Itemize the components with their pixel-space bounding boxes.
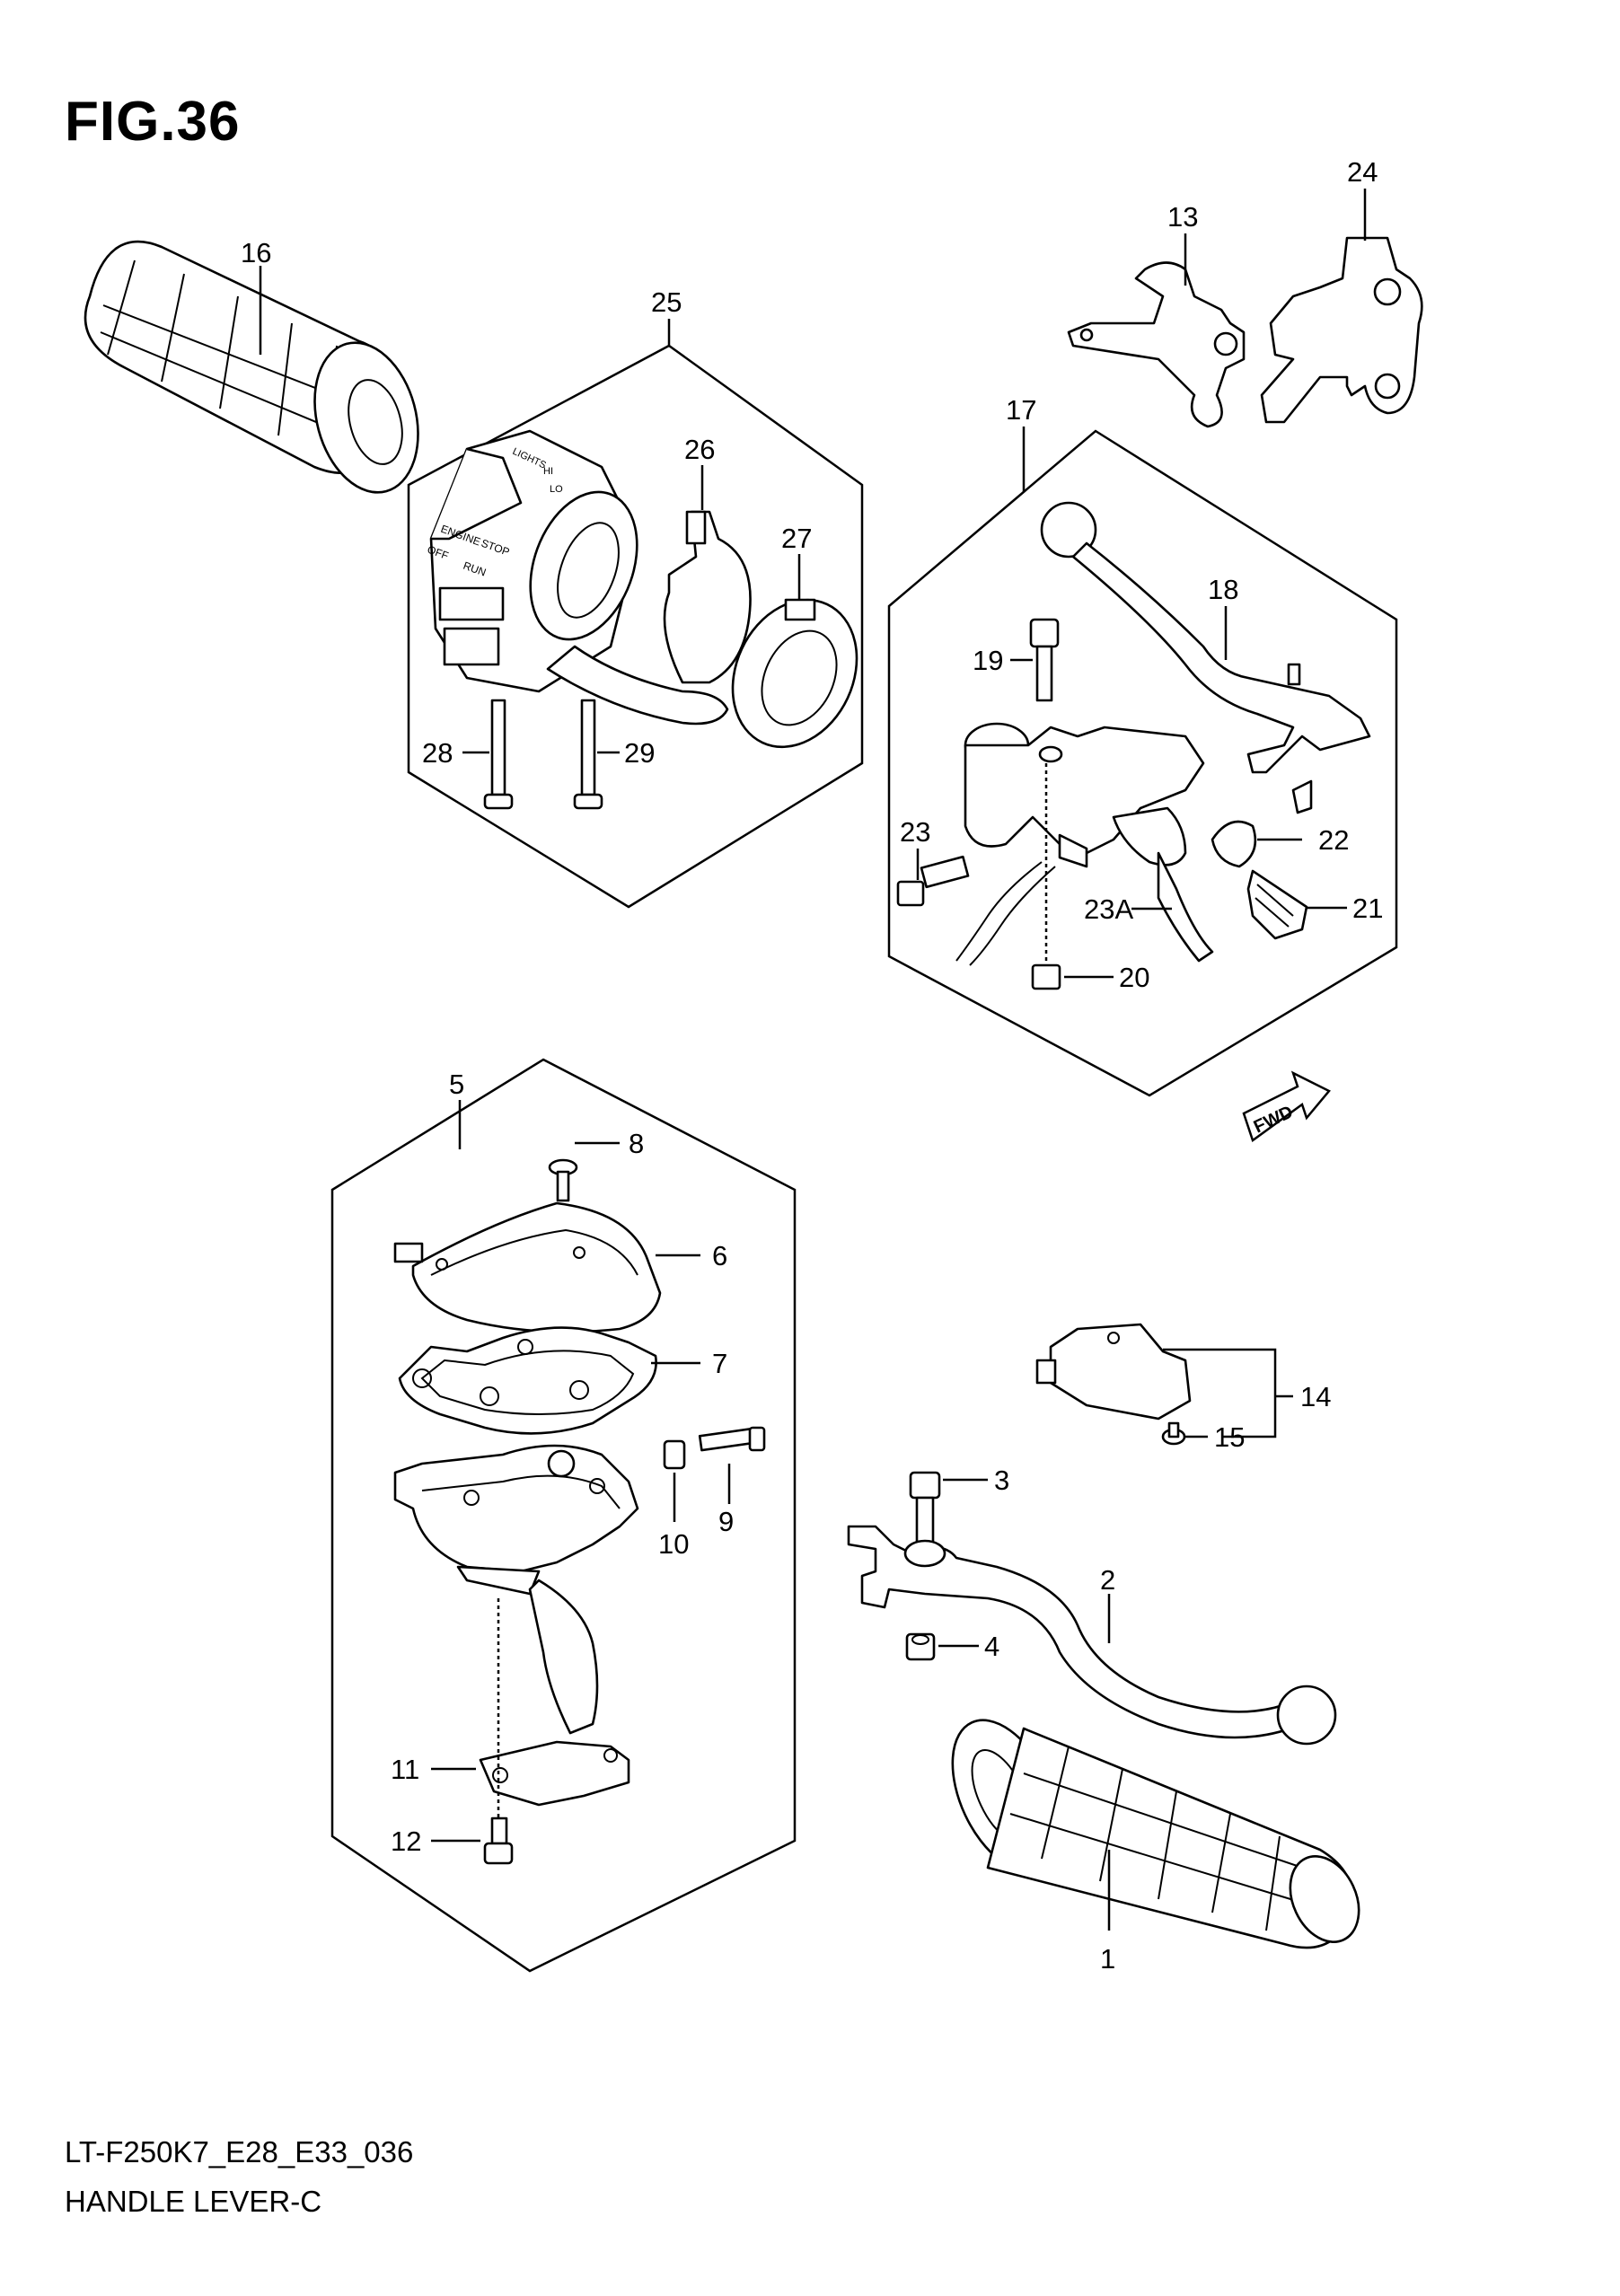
figure-title: FIG.36 <box>65 91 241 153</box>
bracket-13-part <box>1067 261 1246 428</box>
switch-housing-part: LIGHTS HI LO ENGINE STOP OFF RUN <box>426 429 729 726</box>
cap-22-part <box>1211 820 1257 868</box>
bracket-24-part <box>1260 236 1423 424</box>
master-cylinder-part <box>955 722 1214 966</box>
gasket-7-part <box>398 1326 657 1435</box>
boot-21-part <box>1246 869 1308 940</box>
callout-25: 25 <box>651 286 682 318</box>
callout-8: 8 <box>629 1128 644 1159</box>
callout-15: 15 <box>1214 1421 1245 1453</box>
switch-half-27-part <box>731 598 858 749</box>
switch-lo-text: LO <box>550 484 563 495</box>
footer-figure-name: HANDLE LEVER-C <box>65 2185 322 2218</box>
lever-18-part <box>1040 501 1371 814</box>
nut-4-part <box>905 1632 936 1661</box>
callout-3: 3 <box>994 1465 1009 1496</box>
callout-16: 16 <box>241 237 271 268</box>
callout-19: 19 <box>973 645 1003 676</box>
nut-20-part <box>1031 963 1061 990</box>
callout-29: 29 <box>624 737 655 769</box>
lever-2-part <box>847 1525 1337 1746</box>
switch-half-26-part <box>663 510 752 684</box>
callout-11: 11 <box>391 1754 419 1785</box>
callout-6: 6 <box>712 1240 727 1271</box>
leader-14-bracket <box>1163 1348 1277 1438</box>
callout-14: 14 <box>1300 1381 1331 1412</box>
callout-27: 27 <box>781 523 812 554</box>
callout-2: 2 <box>1100 1564 1115 1596</box>
lever-housing-part <box>393 1444 639 1735</box>
plate-11-part <box>479 1740 630 1807</box>
callout-22: 22 <box>1318 824 1349 856</box>
pin-19-part <box>1029 618 1060 702</box>
grip-left-part <box>84 240 419 494</box>
group-box-17 <box>887 429 1398 1097</box>
callout-1: 1 <box>1100 1943 1115 1975</box>
screw-15-part <box>1161 1421 1186 1446</box>
grip-right-part <box>951 1719 1360 1949</box>
callout-12: 12 <box>391 1825 421 1857</box>
group-box-25 <box>407 344 864 909</box>
callout-21: 21 <box>1352 893 1383 924</box>
callout-4: 4 <box>984 1631 999 1662</box>
screw-8-part <box>548 1158 578 1202</box>
callout-10: 10 <box>658 1528 689 1560</box>
bolt-9-part <box>698 1426 766 1452</box>
screw-29-part <box>573 699 603 810</box>
switch-hi-text: HI <box>543 466 553 477</box>
footer-figure-code: LT-F250K7_E28_E33_036 <box>65 2135 414 2168</box>
callout-20: 20 <box>1119 962 1149 993</box>
callout-7: 7 <box>712 1348 727 1379</box>
callout-26: 26 <box>684 434 715 465</box>
callout-28: 28 <box>422 737 453 769</box>
callout-23a: 23A <box>1084 893 1133 925</box>
cover-6-part <box>393 1201 662 1333</box>
group-box-5 <box>330 1058 797 1973</box>
callout-23: 23 <box>900 816 930 848</box>
stop-switch-14-part <box>1035 1323 1192 1421</box>
nut-10-part <box>663 1439 686 1470</box>
screw-28-part <box>483 699 514 810</box>
bolt-23-part <box>896 855 970 907</box>
callout-13: 13 <box>1167 201 1198 233</box>
callout-5: 5 <box>449 1069 464 1100</box>
callout-17: 17 <box>1006 394 1036 426</box>
forward-arrow-icon: FWD <box>1242 1070 1331 1143</box>
bolt-12-part <box>483 1817 514 1865</box>
callout-9: 9 <box>718 1506 734 1537</box>
callout-18: 18 <box>1208 574 1238 605</box>
callout-24: 24 <box>1347 156 1378 188</box>
